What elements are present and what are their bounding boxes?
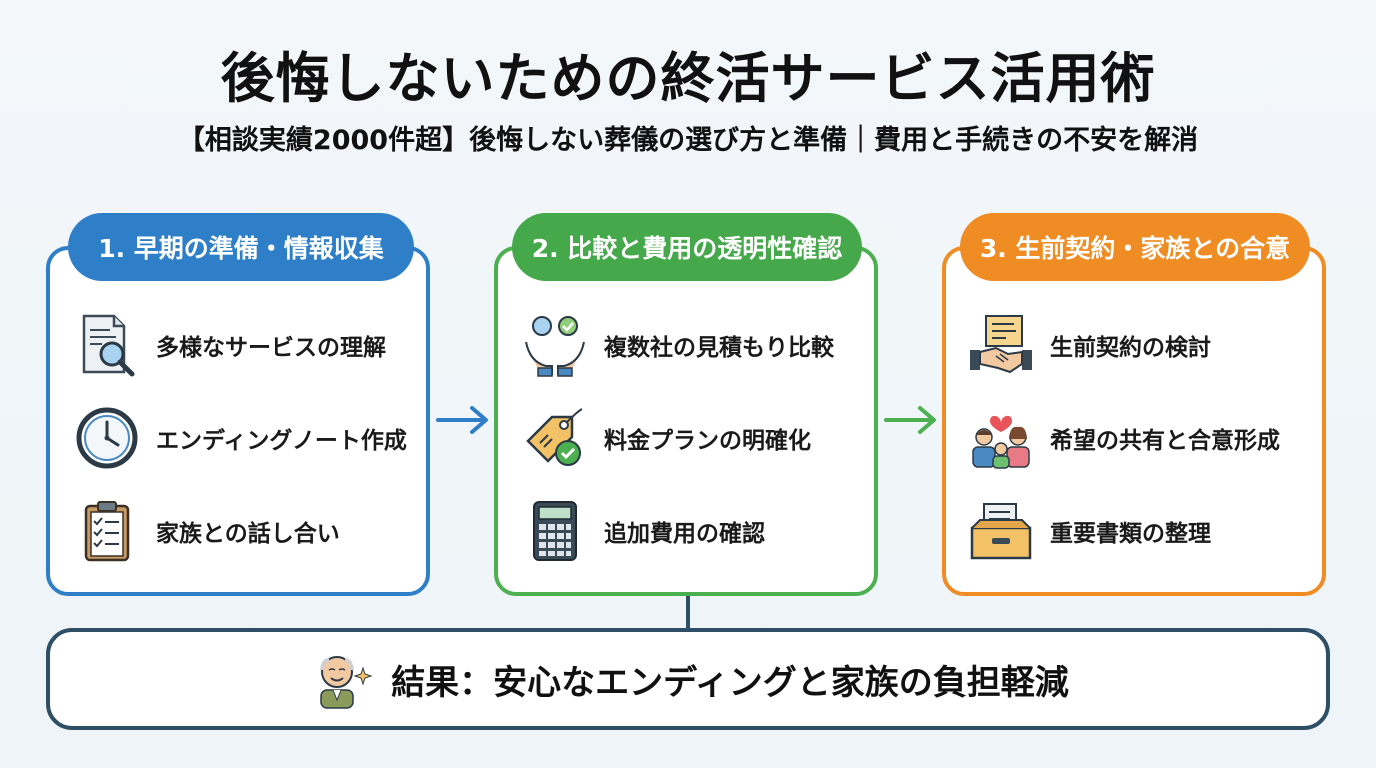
document-magnifier-icon bbox=[72, 310, 142, 380]
connector-line bbox=[686, 596, 690, 630]
elderly-man-sparkle-icon bbox=[307, 644, 373, 714]
result-box: 結果：安心なエンディングと家族の負担軽減 bbox=[46, 628, 1330, 730]
item-label: エンディングノート作成 bbox=[156, 428, 407, 454]
arrow-right-icon bbox=[436, 406, 488, 434]
result-text: 結果：安心なエンディングと家族の負担軽減 bbox=[391, 662, 1069, 703]
list-item: 重要書類の整理 bbox=[966, 496, 1211, 566]
item-label: 希望の共有と合意形成 bbox=[1050, 428, 1280, 454]
family-heart-icon bbox=[966, 403, 1036, 473]
step-header-1: 1. 早期の準備・情報収集 bbox=[68, 213, 414, 281]
item-label: 生前契約の検討 bbox=[1050, 335, 1211, 361]
list-item: 生前契約の検討 bbox=[966, 310, 1211, 380]
page-title: 後悔しないための終活サービス活用術 bbox=[220, 47, 1156, 110]
list-item: 家族との話し合い bbox=[72, 496, 340, 566]
file-drawer-icon bbox=[966, 496, 1036, 566]
list-item: 希望の共有と合意形成 bbox=[966, 403, 1280, 473]
list-item: 複数社の見積もり比較 bbox=[520, 310, 834, 380]
list-item: 料金プランの明確化 bbox=[520, 403, 811, 473]
item-label: 追加費用の確認 bbox=[604, 521, 765, 547]
page-subtitle: 【相談実績2000件超】後悔しない葬儀の選び方と準備｜費用と手続きの不安を解消 bbox=[177, 125, 1199, 156]
price-tag-check-icon bbox=[520, 403, 590, 473]
hands-compare-icon bbox=[520, 310, 590, 380]
item-label: 複数社の見積もり比較 bbox=[604, 335, 834, 361]
arrow-right-icon bbox=[884, 406, 936, 434]
clipboard-checklist-icon bbox=[72, 496, 142, 566]
item-label: 料金プランの明確化 bbox=[604, 428, 811, 454]
item-label: 重要書類の整理 bbox=[1050, 521, 1211, 547]
handshake-contract-icon bbox=[966, 310, 1036, 380]
clock-icon bbox=[72, 403, 142, 473]
step-header-2: 2. 比較と費用の透明性確認 bbox=[512, 213, 862, 281]
list-item: 追加費用の確認 bbox=[520, 496, 765, 566]
calculator-icon bbox=[520, 496, 590, 566]
step-header-3: 3. 生前契約・家族との合意 bbox=[960, 213, 1310, 281]
item-label: 家族との話し合い bbox=[156, 521, 340, 547]
item-label: 多様なサービスの理解 bbox=[156, 335, 386, 361]
list-item: 多様なサービスの理解 bbox=[72, 310, 386, 380]
list-item: エンディングノート作成 bbox=[72, 403, 407, 473]
